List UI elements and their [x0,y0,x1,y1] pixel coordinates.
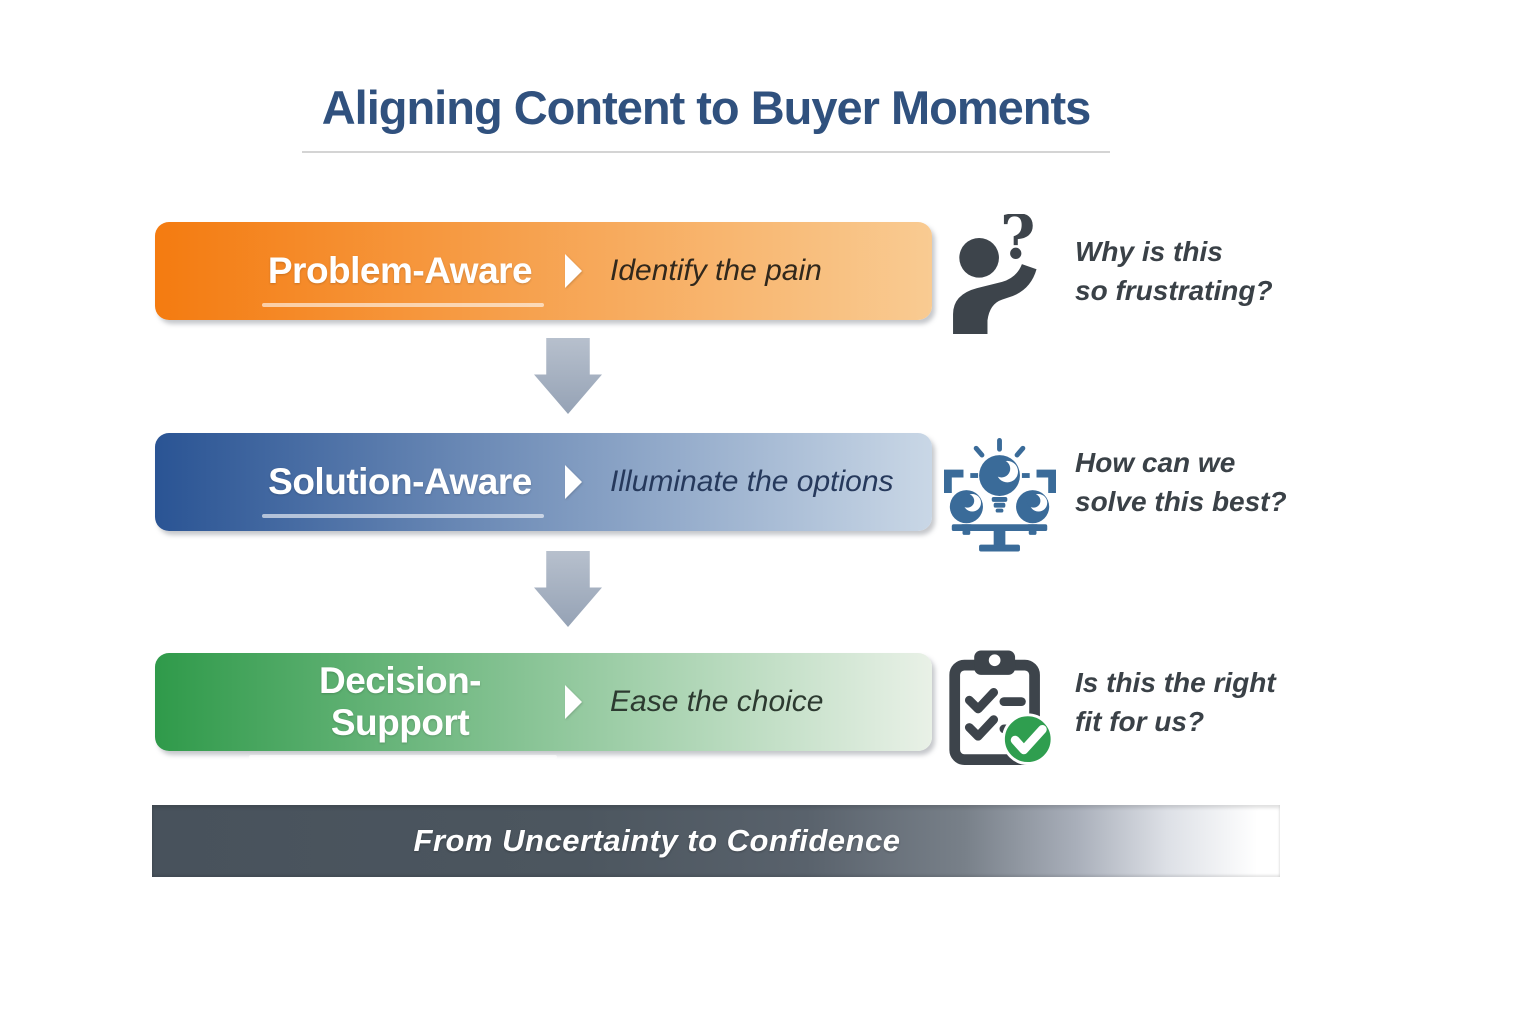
stage-row-decision-support: Decision-Support Ease the choice Is this… [0,650,1536,765]
stage-bar-solution-aware: Solution-Aware Illuminate the options [155,433,932,531]
stage-tagline: Illuminate the options [610,465,894,498]
stage-label: Decision-Support [249,660,557,759]
stage-question: Why is this so frustrating? [1075,222,1315,320]
stage-label: Solution-Aware [262,461,544,518]
stage-row-problem-aware: Problem-Aware Identify the pain ? Why is… [0,202,1536,334]
stage-question: How can we solve this best? [1075,433,1315,531]
footer-label: From Uncertainty to Confidence [413,823,901,858]
chevron-right-icon [565,685,582,719]
checklist-icon [944,647,1056,767]
header: Aligning Content to Buyer Moments [0,80,1412,153]
footer-band: From Uncertainty to Confidence [152,805,1280,877]
stage-label-wrap: Problem-Aware [255,250,545,307]
stage-tagline: Identify the pain [610,254,822,287]
question-line: Is this the right [1075,667,1276,698]
question-line: fit for us? [1075,706,1205,737]
svg-text:?: ? [1000,214,1035,273]
question-line: Why is this [1075,236,1223,267]
stage-tagline: Ease the choice [610,685,824,718]
chevron-right-icon [565,465,582,499]
down-arrow-icon [534,551,602,627]
stage-bar-problem-aware: Problem-Aware Identify the pain [155,222,932,320]
stage-label: Problem-Aware [261,250,545,307]
chevron-right-icon [565,254,582,288]
page-title: Aligning Content to Buyer Moments [321,81,1092,134]
question-line: How can we [1075,447,1236,478]
stage-row-solution-aware: Solution-Aware Illuminate the options [0,433,1536,552]
title-divider [302,151,1110,153]
stage-label-wrap: Decision-Support [249,660,557,759]
stage-label-wrap: Solution-Aware [255,461,545,518]
stage-question: Is this the right fit for us? [1075,653,1315,751]
lightbulbs-icon [944,435,1056,555]
down-arrow-icon [534,338,602,414]
stage-bar-decision-support: Decision-Support Ease the choice [155,653,932,759]
question-line: so frustrating? [1075,275,1273,306]
question-line: solve this best? [1075,486,1287,517]
confused-person-icon: ? [944,202,1056,334]
